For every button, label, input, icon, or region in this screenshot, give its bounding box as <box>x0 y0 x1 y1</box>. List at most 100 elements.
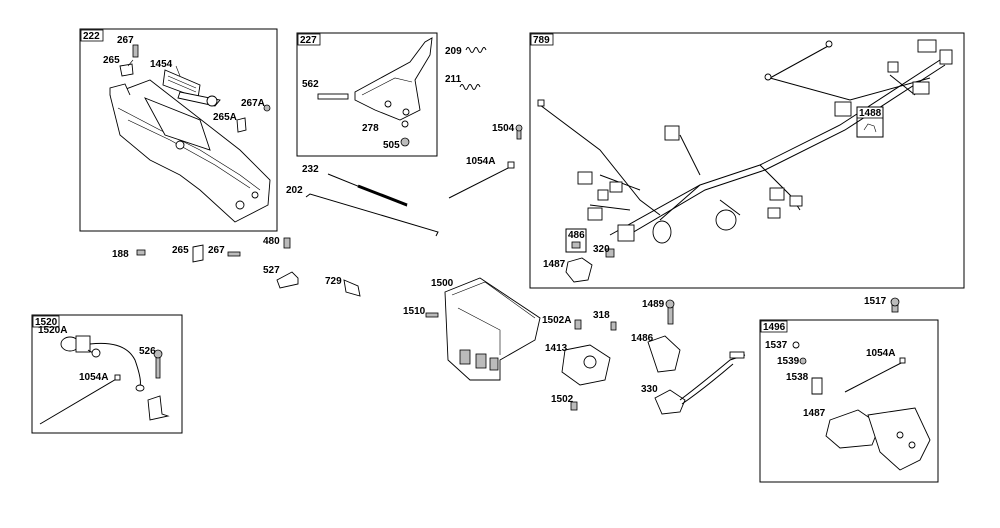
callout-1487a: 1487 <box>543 259 566 270</box>
bracket-1496 <box>867 407 931 471</box>
part-1486 <box>647 335 681 373</box>
callout-211: 211 <box>445 74 462 85</box>
callout-1520A: 1520A <box>38 325 67 336</box>
group-1496: 1496 1537 1539 1538 1054A 1487 <box>759 319 939 483</box>
harness-branch-top <box>769 77 931 101</box>
part-1539 <box>799 357 807 365</box>
group-222-tag <box>80 29 104 42</box>
screw-188 <box>136 249 146 256</box>
clip-265A <box>236 117 247 133</box>
group-1520: 1520 1520A 526 1054A <box>31 314 183 434</box>
callout-1054A-top: 1054A <box>466 156 495 167</box>
group-1520-frame <box>31 314 183 434</box>
bracket-edge-2 <box>127 119 251 189</box>
connector <box>917 39 937 53</box>
group-789-frame <box>529 32 965 289</box>
lower-middle-parts: 1502A 318 1489 1413 1486 330 1502 <box>542 299 746 415</box>
ecu-1500: 1500 1510 <box>403 277 541 381</box>
subgroup-1488-label: 1488 <box>859 108 882 119</box>
bracket-edge <box>117 107 261 191</box>
subgroup-486-label: 486 <box>568 230 585 241</box>
subgroup-1488-frame <box>856 106 884 138</box>
callout-209: 209 <box>445 46 462 57</box>
screw-267A <box>263 104 271 112</box>
callout-265b: 265 <box>172 245 189 256</box>
part-1538 <box>811 377 823 395</box>
screw-1510 <box>425 312 439 318</box>
group-789-label: 789 <box>533 35 550 46</box>
part-320 <box>605 248 615 258</box>
callout-562: 562 <box>302 79 319 90</box>
group-1520-label: 1520 <box>35 317 58 328</box>
lever-knob <box>206 95 218 107</box>
callout-526: 526 <box>139 346 156 357</box>
callout-527: 527 <box>263 265 280 276</box>
clamp-729 <box>343 279 361 297</box>
bracket-1520 <box>147 395 170 421</box>
bolt-562 <box>317 93 349 100</box>
subgroup-486-frame <box>565 228 587 253</box>
group-222-frame <box>79 28 278 232</box>
callout-188: 188 <box>112 249 129 260</box>
callout-267A: 267A <box>241 98 265 109</box>
cable-tie-left <box>39 377 119 425</box>
callout-318: 318 <box>593 310 610 321</box>
callout-267b: 267 <box>208 245 225 256</box>
callout-265: 265 <box>103 55 120 66</box>
group-1496-frame <box>759 319 939 483</box>
screw-267 <box>132 44 139 58</box>
callout-505: 505 <box>383 140 400 151</box>
callout-265A: 265A <box>213 112 237 123</box>
screw-267b <box>227 251 241 257</box>
callout-1500: 1500 <box>431 278 454 289</box>
callout-330: 330 <box>641 384 658 395</box>
nut-505 <box>400 137 410 147</box>
callout-729: 729 <box>325 276 342 287</box>
clip-265 <box>119 63 134 77</box>
callout-278: 278 <box>362 123 379 134</box>
part-1537 <box>792 341 800 349</box>
group-227-frame <box>296 32 438 157</box>
callout-232: 232 <box>302 164 319 175</box>
cable-tie-right <box>844 361 904 393</box>
screw-1502 <box>570 401 578 411</box>
callout-1502A: 1502A <box>542 315 571 326</box>
group-227-label: 227 <box>300 35 317 46</box>
group-222: 222 267 265 1454 267A 265A <box>79 28 278 232</box>
callout-202: 202 <box>286 185 303 196</box>
callout-320: 320 <box>593 244 610 255</box>
group-789: 789 1488 <box>529 32 965 289</box>
group-1496-label: 1496 <box>763 322 786 333</box>
callout-1502: 1502 <box>551 394 574 405</box>
spring-209 <box>465 47 487 53</box>
cable-tie-top: 1054A <box>448 156 515 199</box>
washer-278 <box>401 120 409 128</box>
rod-202 <box>305 193 439 237</box>
callout-1510: 1510 <box>403 306 426 317</box>
harness-branch-left <box>539 104 661 216</box>
part-1487 <box>565 257 593 283</box>
callout-1517: 1517 <box>864 296 887 307</box>
group-227: 227 562 278 505 <box>296 32 438 157</box>
sensor-330 <box>654 389 686 415</box>
rods: 232 202 <box>286 164 439 237</box>
throttle-plate <box>144 97 211 151</box>
callout-1486: 1486 <box>631 333 654 344</box>
group-222-label: 222 <box>83 31 100 42</box>
callout-1454: 1454 <box>150 59 173 70</box>
springs: 209 211 <box>445 46 487 90</box>
callout-1504: 1504 <box>492 123 515 134</box>
callout-1054A-left: 1054A <box>79 372 108 383</box>
part-1487b <box>825 409 881 449</box>
spring-211 <box>459 84 481 90</box>
screw-1517-group: 1517 <box>864 296 900 313</box>
callout-1538: 1538 <box>786 372 809 383</box>
callout-1537: 1537 <box>765 340 788 351</box>
clip-265b <box>192 244 204 263</box>
callout-1487b: 1487 <box>803 408 826 419</box>
callout-1489: 1489 <box>642 299 665 310</box>
callout-1413: 1413 <box>545 343 568 354</box>
screw-1502A <box>574 319 582 330</box>
